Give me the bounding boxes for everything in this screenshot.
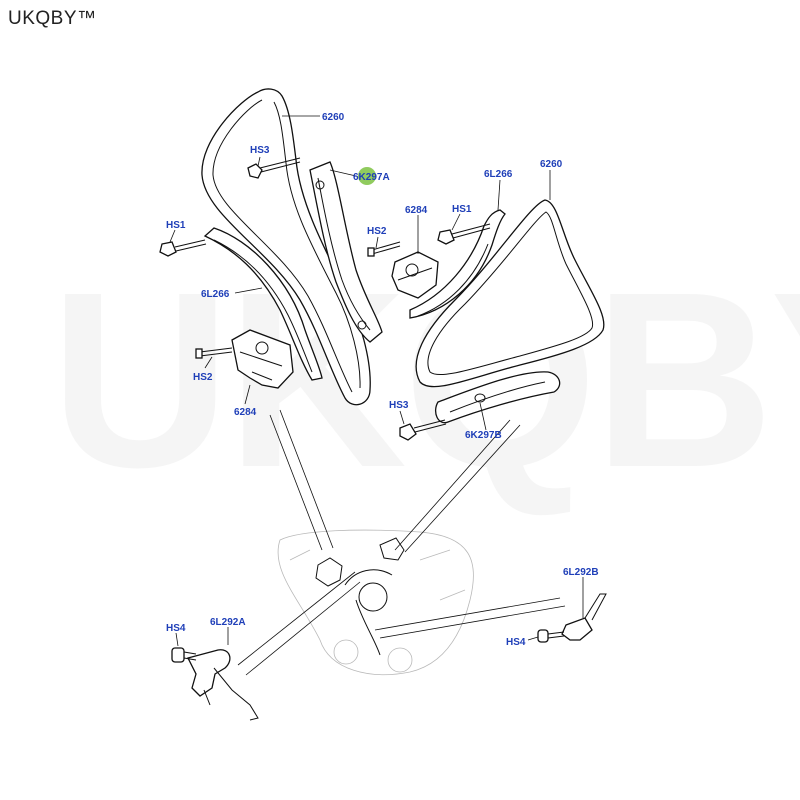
label-guide-b[interactable]: 6K297B [465,430,502,441]
tensioner-left-6284[interactable] [195,329,294,389]
bolt-hs3-top[interactable] [247,157,301,179]
label-chain-right[interactable]: 6260 [540,159,563,170]
chain-guide-6k297b[interactable] [434,371,561,424]
label-hs1-right[interactable]: HS1 [452,204,472,215]
label-cover-a[interactable]: 6L292A [210,617,246,628]
bolt-hs2-top[interactable] [367,241,401,257]
bolt-hs4-right[interactable] [537,629,565,643]
timing-chain-left[interactable] [201,88,371,406]
label-hs4-right[interactable]: HS4 [506,637,526,648]
cover-6l292a[interactable] [187,649,259,721]
callout-leaders [169,115,584,647]
label-cover-b[interactable]: 6L292B [563,567,599,578]
callout-labels: 6260 6K297A 6260 6L266 6284 HS3 HS1 HS2 … [166,112,599,648]
brand-logo: UKQBY™ [8,8,97,29]
tensioner-top-6284[interactable] [391,251,439,299]
cover-6l292b[interactable] [561,593,607,641]
timing-chain-right[interactable] [415,199,605,388]
tensioner-arm-left-6l266[interactable] [203,227,323,381]
label-hs3-bottom[interactable]: HS3 [389,400,409,411]
bolt-hs3-bottom[interactable] [399,419,447,441]
label-hs4-left[interactable]: HS4 [166,623,186,634]
chain-guide-6k297a[interactable] [309,161,383,343]
leader-lines [237,409,566,676]
label-hs2-top[interactable]: HS2 [367,226,387,237]
label-hs3-top[interactable]: HS3 [250,145,270,156]
bolt-hs1-right[interactable] [437,223,491,245]
engine-block-outline [277,529,474,675]
label-tensioner-left[interactable]: 6284 [234,407,257,418]
label-arm-right[interactable]: 6L266 [484,169,513,180]
bolt-hs4-left[interactable] [171,647,197,663]
label-hs1-left[interactable]: HS1 [166,220,186,231]
highlight-marker[interactable] [358,167,376,185]
label-guide-a[interactable]: 6K297A [353,172,390,183]
label-arm-left[interactable]: 6L266 [201,289,230,300]
label-chain-left[interactable]: 6260 [322,112,345,123]
label-tensioner-top[interactable]: 6284 [405,205,428,216]
label-hs2-left[interactable]: HS2 [193,372,213,383]
bolt-hs1-left[interactable] [159,239,207,257]
